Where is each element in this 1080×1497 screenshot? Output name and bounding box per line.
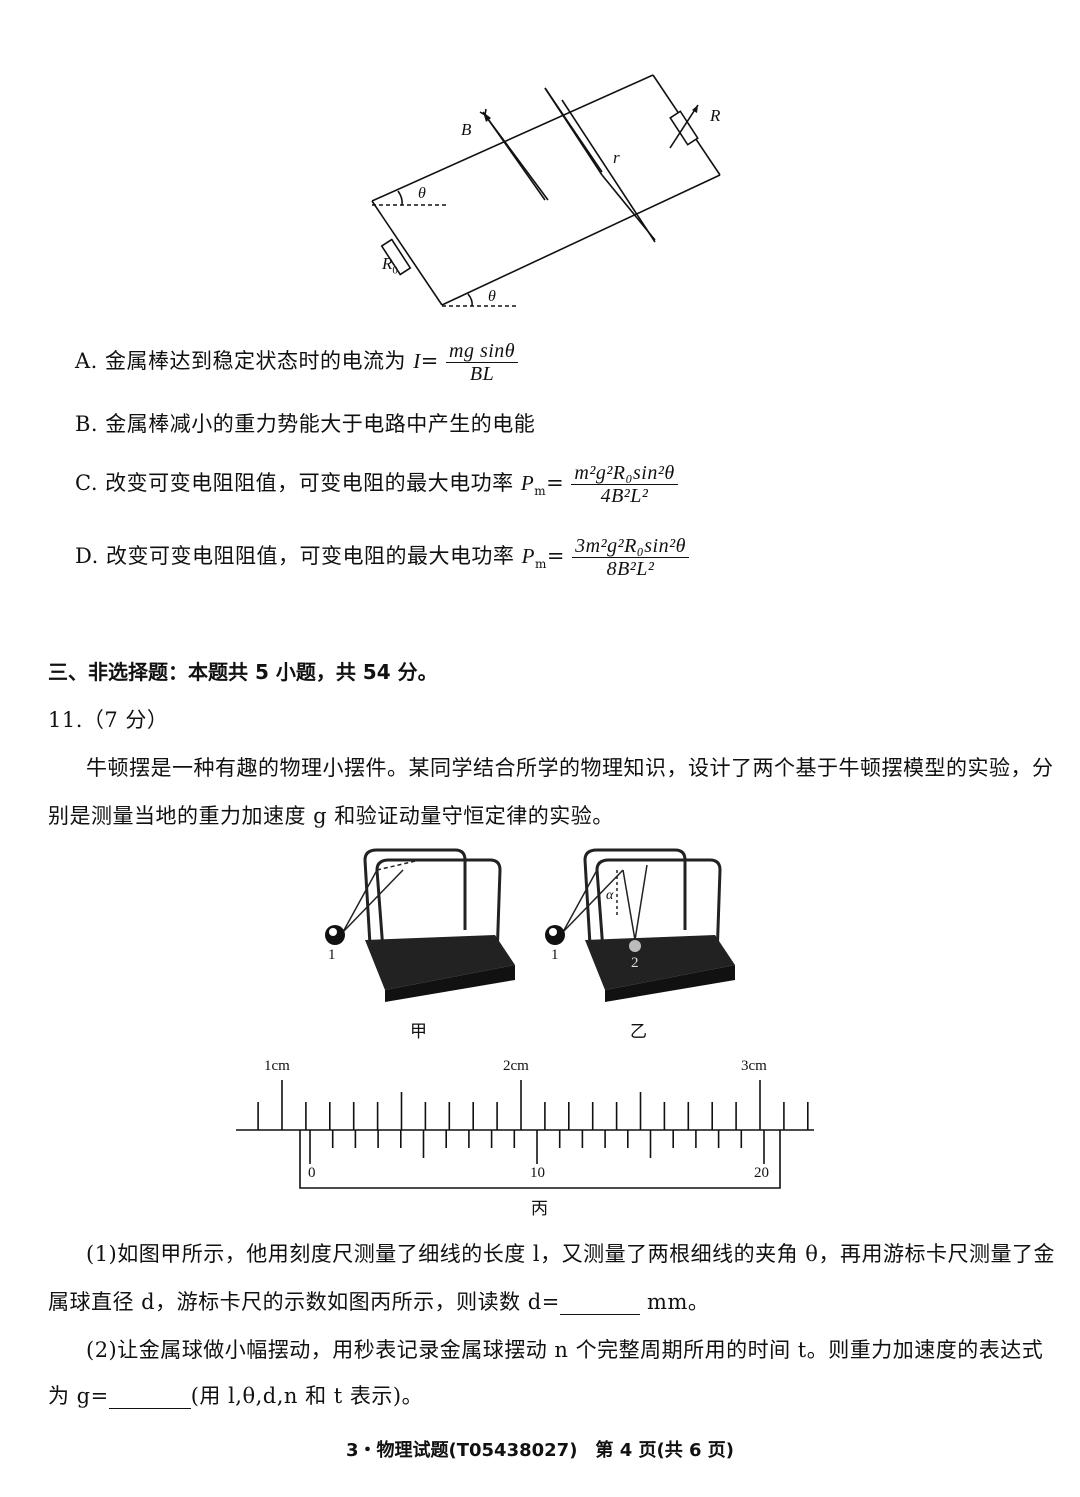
- question-intro-line1: 牛顿摆是一种有趣的物理小摆件。某同学结合所学的物理知识，设计了两个基于牛顿摆模型…: [86, 756, 1054, 780]
- caption-bing: 丙: [531, 1199, 548, 1219]
- caption-jia: 甲: [410, 1022, 427, 1042]
- vernier-label-0: 0: [308, 1165, 316, 1181]
- option-b: B. 金属棒减小的重力势能大于电路中产生的电能: [75, 412, 536, 436]
- vernier-caliper: [236, 1080, 814, 1189]
- answer-blank-g[interactable]: ​: [108, 1384, 191, 1409]
- main-scale-label-3cm: 3cm: [741, 1058, 767, 1074]
- main-scale-label-1cm: 1cm: [264, 1058, 290, 1074]
- resistor-label-R: R: [710, 106, 721, 125]
- angle-label-top: θ: [418, 185, 426, 202]
- question-number: 11.（7 分）: [48, 708, 169, 732]
- newton-cradle-yi: [545, 848, 735, 1002]
- circuit-figure: [371, 74, 721, 307]
- resistor-label-R0: R0: [382, 254, 398, 277]
- ball-2-label: 2: [631, 955, 639, 971]
- answer-blank-d[interactable]: ​: [559, 1290, 640, 1315]
- part2-line2: 为 g=​(用 l,θ,d,n 和 t 表示)。: [48, 1384, 424, 1409]
- main-scale-label-2cm: 2cm: [503, 1058, 529, 1074]
- ball-1-label-yi: 1: [551, 947, 559, 963]
- caption-yi: 乙: [630, 1022, 647, 1042]
- angle-label-bottom: θ: [488, 288, 496, 305]
- ball-1-label-jia: 1: [328, 947, 336, 963]
- part2-line1: (2)让金属球做小幅摆动，用秒表记录金属球摆动 n 个完整周期所用的时间 t。则…: [86, 1338, 1044, 1362]
- part1-line1: (1)如图甲所示，他用刻度尺测量了细线的长度 l，又测量了两根细线的夹角 θ，再…: [86, 1242, 1055, 1266]
- newton-cradle-jia: [325, 848, 515, 1002]
- vernier-label-10: 10: [530, 1165, 545, 1181]
- section-heading: 三、非选择题：本题共 5 小题，共 54 分。: [48, 660, 438, 684]
- field-label-B: B: [461, 120, 472, 139]
- rod-label-r: r: [613, 148, 620, 167]
- page-footer: 3・物理试题(T05438027) 第 4 页(共 6 页): [345, 1440, 735, 1461]
- vernier-label-20: 20: [754, 1165, 769, 1181]
- question-intro-line2: 别是测量当地的重力加速度 g 和验证动量守恒定律的实验。: [48, 804, 614, 828]
- angle-alpha-label: α: [606, 888, 614, 903]
- part1-line2: 属球直径 d，游标卡尺的示数如图丙所示，则读数 d=​ mm。: [48, 1290, 710, 1315]
